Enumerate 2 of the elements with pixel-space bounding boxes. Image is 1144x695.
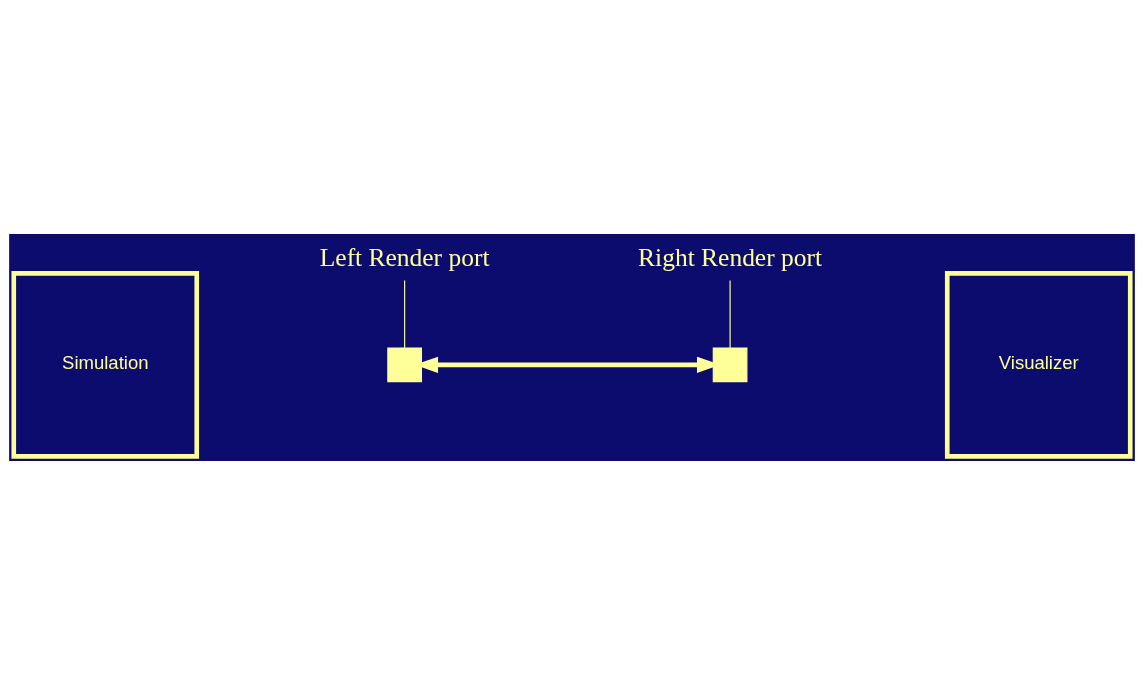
node-text: Right Render port (638, 242, 823, 272)
node-text: Left Render port (319, 242, 490, 272)
